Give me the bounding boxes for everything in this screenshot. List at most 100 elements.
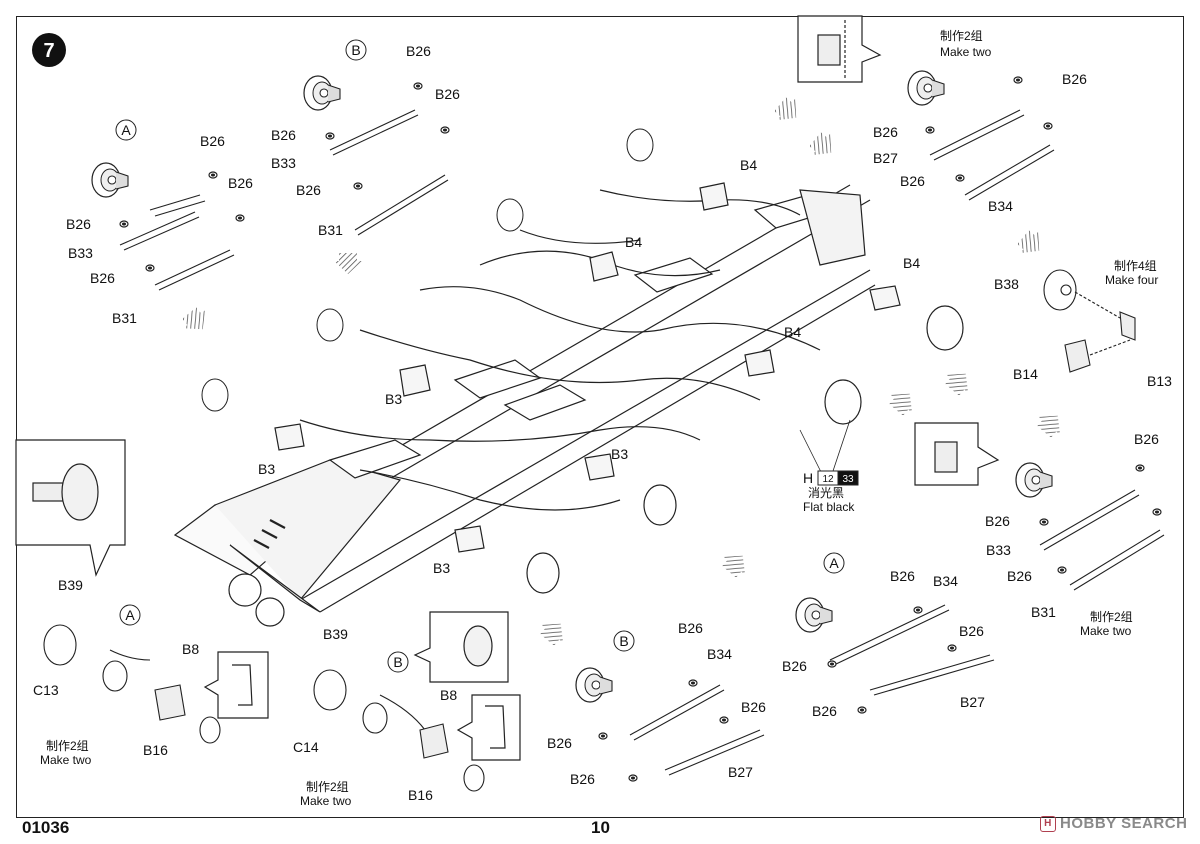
arrow-down-icon xyxy=(178,304,214,339)
subassembly-b-top xyxy=(303,75,450,236)
svg-text:B: B xyxy=(619,633,628,649)
subassembly-c13 xyxy=(43,624,221,744)
note-make-two-cn: 制作2组 xyxy=(306,780,349,794)
label-b38: B38 xyxy=(994,276,1019,292)
callout-box-top xyxy=(797,15,882,83)
label-b33: B33 xyxy=(68,245,93,261)
callout-box-small-mid xyxy=(456,694,521,761)
label-b34: B34 xyxy=(707,646,732,662)
kit-code: 01036 xyxy=(22,818,70,837)
circle-label-b: B xyxy=(345,39,367,61)
note-make-two-en: Make two xyxy=(1080,624,1132,638)
note-make-two-en: Make two xyxy=(940,45,992,59)
callout-box-small-left xyxy=(203,651,269,719)
arrow-down-icon xyxy=(536,614,572,649)
arrow-down-icon xyxy=(941,364,977,399)
note-make-two-cn: 制作2组 xyxy=(1090,610,1133,624)
label-b16: B16 xyxy=(408,787,433,803)
callout-box-bottom-mid xyxy=(413,611,509,683)
label-b26: B26 xyxy=(200,133,225,149)
label-b3: B3 xyxy=(258,461,275,477)
label-b26: B26 xyxy=(1007,568,1032,584)
label-b39: B39 xyxy=(58,577,83,593)
paint-name-en: Flat black xyxy=(803,500,855,514)
brand-name: HOBBY SEARCH xyxy=(1060,815,1188,832)
label-b4: B4 xyxy=(625,234,642,250)
label-b27: B27 xyxy=(873,150,898,166)
callout-box-right xyxy=(914,422,1000,486)
label-b26: B26 xyxy=(570,771,595,787)
label-b34: B34 xyxy=(933,573,958,589)
part-labels: A B A B B A B26 B26 B26 B33 B26 B31 B26 … xyxy=(33,29,1172,808)
arrow-down-icon xyxy=(771,93,806,129)
label-b33: B33 xyxy=(986,542,1011,558)
paint-name-cn: 消光黑 xyxy=(808,486,844,500)
paint-code-1: 12 xyxy=(822,474,834,485)
label-b4: B4 xyxy=(740,157,757,173)
subassembly-c14 xyxy=(313,669,485,792)
label-c14: C14 xyxy=(293,739,319,755)
label-b26: B26 xyxy=(900,173,925,189)
label-b26: B26 xyxy=(741,699,766,715)
subassembly-a-left xyxy=(91,162,245,291)
label-b26: B26 xyxy=(678,620,703,636)
label-b26: B26 xyxy=(296,182,321,198)
label-b26: B26 xyxy=(985,513,1010,529)
arrow-down-icon xyxy=(1014,226,1049,262)
label-b27: B27 xyxy=(728,764,753,780)
label-b26: B26 xyxy=(959,623,984,639)
note-make-four-en: Make four xyxy=(1105,273,1158,287)
label-b39: B39 xyxy=(323,626,348,642)
callout-box-left xyxy=(15,439,126,577)
label-b26: B26 xyxy=(782,658,807,674)
note-make-two-cn: 制作2组 xyxy=(940,29,983,43)
label-b26: B26 xyxy=(66,216,91,232)
label-b26: B26 xyxy=(406,43,431,59)
label-b26: B26 xyxy=(228,175,253,191)
step-number-badge: 7 xyxy=(32,33,66,67)
note-make-four-cn: 制作4组 xyxy=(1114,259,1157,273)
label-b13: B13 xyxy=(1147,373,1172,389)
label-b26: B26 xyxy=(90,270,115,286)
svg-text:B: B xyxy=(351,42,360,58)
label-b8: B8 xyxy=(182,641,199,657)
arrow-down-icon xyxy=(334,253,362,274)
circle-label-b: B xyxy=(613,630,635,652)
circle-label-a: A xyxy=(119,604,141,626)
label-b3: B3 xyxy=(385,391,402,407)
label-b8: B8 xyxy=(440,687,457,703)
label-b26: B26 xyxy=(1062,71,1087,87)
label-b26: B26 xyxy=(890,568,915,584)
label-b3: B3 xyxy=(433,560,450,576)
label-b33: B33 xyxy=(271,155,296,171)
label-b26: B26 xyxy=(435,86,460,102)
label-b14: B14 xyxy=(1013,366,1038,382)
subassembly-b38 xyxy=(1043,269,1136,373)
subassembly-right-middle xyxy=(1015,462,1165,591)
label-b26: B26 xyxy=(873,124,898,140)
brand-watermark: H HOBBY SEARCH xyxy=(1040,815,1187,832)
label-b26: B26 xyxy=(812,703,837,719)
paint-letter: H xyxy=(803,470,813,486)
paint-code-2: 33 xyxy=(842,474,854,485)
paint-callout: H 12 33 消光黑 Flat black xyxy=(803,470,859,514)
svg-text:A: A xyxy=(125,607,135,623)
arrow-down-icon xyxy=(1033,406,1069,441)
label-b26: B26 xyxy=(271,127,296,143)
brand-logo-icon: H xyxy=(1040,815,1056,832)
note-make-two-en: Make two xyxy=(300,794,352,808)
svg-text:A: A xyxy=(121,122,131,138)
label-b27: B27 xyxy=(960,694,985,710)
subassembly-top-right xyxy=(907,70,1055,201)
circle-label-b: B xyxy=(387,651,409,673)
label-b31: B31 xyxy=(318,222,343,238)
label-b34: B34 xyxy=(988,198,1013,214)
step-number: 7 xyxy=(43,40,54,62)
svg-text:B: B xyxy=(393,654,402,670)
arrow-down-icon xyxy=(806,128,841,164)
label-b16: B16 xyxy=(143,742,168,758)
subassembly-a-bottom xyxy=(795,597,995,714)
arrow-down-icon xyxy=(885,384,921,419)
